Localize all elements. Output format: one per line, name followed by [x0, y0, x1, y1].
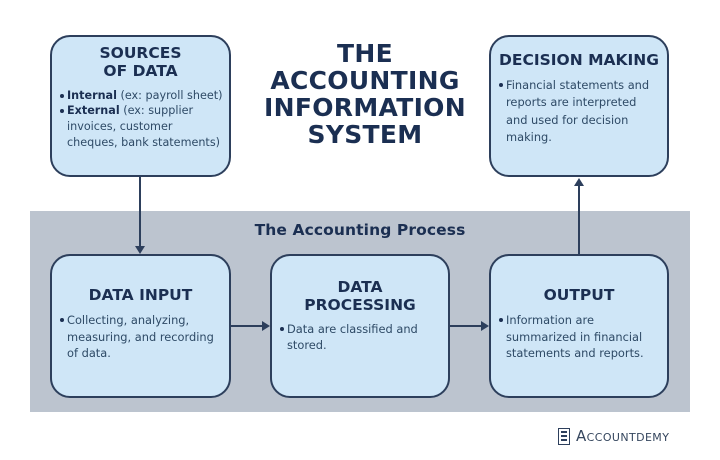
data-processing-title: DATA PROCESSING: [278, 278, 442, 315]
decision-making-box: DECISION MAKING Financial statements and…: [489, 35, 669, 177]
data-input-text-block: Collecting, analyzing, measuring, and re…: [58, 312, 223, 362]
item-text: (ex: supplier invoices, customer cheques…: [67, 104, 221, 150]
decision-making-title: DECISION MAKING: [499, 51, 659, 69]
diagram-title: THE ACCOUNTING INFORMATION SYSTEM: [255, 40, 475, 148]
accountdemy-logo: Accountdemy: [558, 427, 669, 445]
sources-of-data-title: SOURCES OF DATA: [58, 44, 223, 81]
ledger-icon: [558, 427, 570, 445]
logo-text: Accountdemy: [576, 427, 670, 445]
arrow-right-icon: [262, 321, 270, 331]
data-input-title: DATA INPUT: [88, 286, 193, 304]
title-line: ACCOUNTING: [270, 66, 460, 95]
data-processing-text-block: Data are classified and stored.: [278, 321, 442, 354]
title-line: OF DATA: [103, 62, 178, 81]
item-label: External: [67, 104, 120, 118]
data-processing-box: DATA PROCESSING Data are classified and …: [270, 254, 450, 398]
arrow-line: [139, 177, 141, 247]
output-title: OUTPUT: [543, 286, 615, 304]
output-box: OUTPUT Information are summarized in fin…: [489, 254, 669, 398]
item-label: Internal: [67, 88, 117, 102]
output-text-block: Information are summarized in financial …: [497, 312, 661, 362]
data-processing-text: Data are classified and stored.: [280, 321, 442, 354]
title-line: THE: [337, 39, 393, 68]
arrow-line: [578, 185, 580, 254]
arrow-down-icon: [135, 246, 145, 254]
list-item-internal: Internal (ex: payroll sheet): [60, 88, 223, 104]
title-line: SOURCES: [99, 44, 182, 62]
item-text: (ex: payroll sheet): [116, 88, 223, 102]
data-input-text: Collecting, analyzing, measuring, and re…: [60, 312, 223, 362]
arrow-line: [231, 325, 263, 327]
decision-making-text: Financial statements and reports are int…: [499, 77, 661, 145]
title-line: INFORMATION: [264, 93, 466, 122]
data-input-box: DATA INPUT Collecting, analyzing, measur…: [50, 254, 231, 398]
sources-of-data-list: Internal (ex: payroll sheet) External (e…: [58, 88, 223, 152]
title-line: PROCESSING: [304, 296, 416, 315]
title-line: DATA: [337, 278, 383, 296]
decision-making-text-block: Financial statements and reports are int…: [497, 77, 661, 145]
output-text: Information are summarized in financial …: [499, 312, 661, 362]
arrow-line: [450, 325, 482, 327]
arrow-right-icon: [481, 321, 489, 331]
list-item-external: External (ex: supplier invoices, custome…: [60, 103, 223, 151]
arrow-up-icon: [574, 178, 584, 186]
title-line: SYSTEM: [307, 120, 423, 149]
sources-of-data-box: SOURCES OF DATA Internal (ex: payroll sh…: [50, 35, 231, 177]
accounting-process-label: The Accounting Process: [254, 221, 466, 239]
